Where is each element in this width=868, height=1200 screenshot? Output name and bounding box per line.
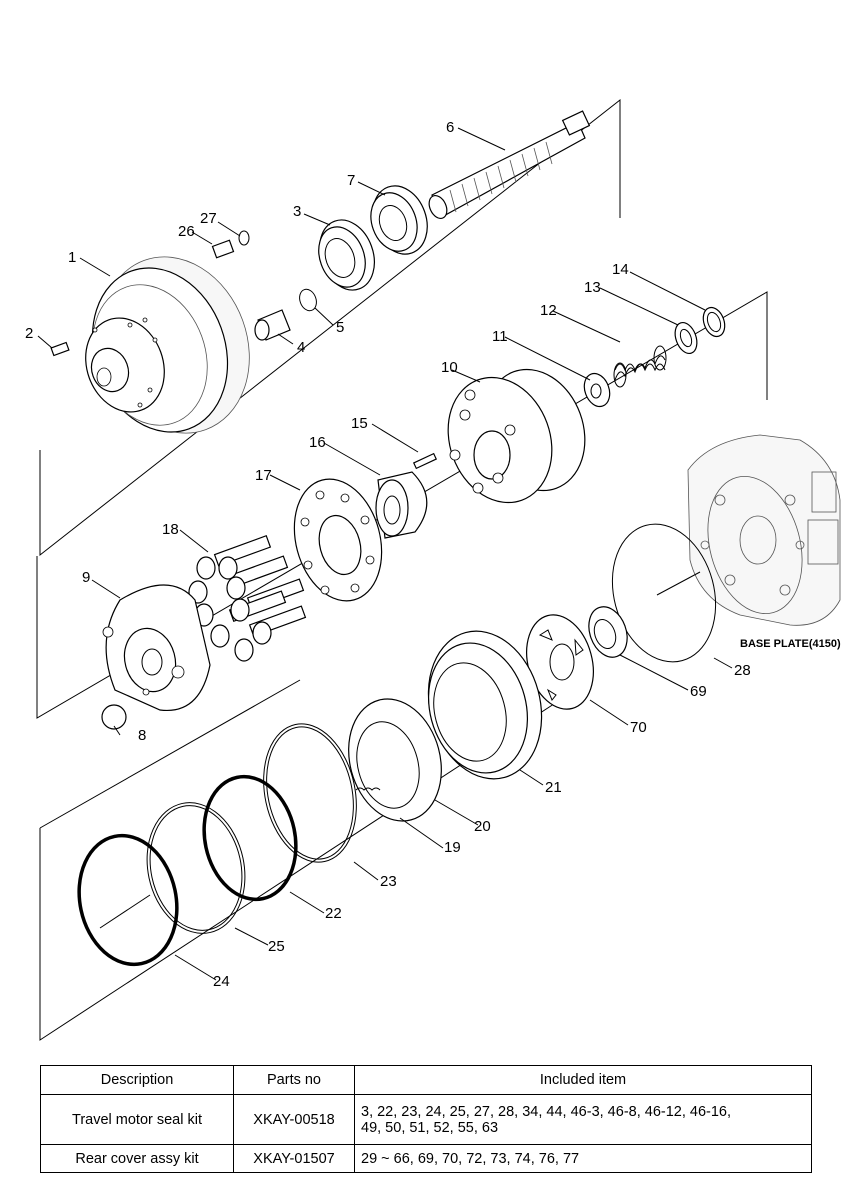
callout-25: 25 bbox=[268, 938, 285, 955]
callout-12: 12 bbox=[540, 302, 557, 319]
table-row: Rear cover assy kit XKAY-01507 29 ~ 66, … bbox=[40, 1144, 812, 1173]
part-bearing-3 bbox=[318, 219, 375, 291]
callout-16: 16 bbox=[309, 434, 326, 451]
part-pin-26 bbox=[211, 239, 235, 259]
callout-13: 13 bbox=[584, 279, 601, 296]
row-included-item: 29 ~ 66, 69, 70, 72, 73, 74, 76, 77 bbox=[354, 1144, 812, 1173]
row-description: Rear cover assy kit bbox=[40, 1144, 234, 1173]
part-bearing-69 bbox=[588, 606, 628, 658]
row-description: Travel motor seal kit bbox=[40, 1094, 234, 1145]
part-ring-23 bbox=[263, 723, 357, 863]
part-ring-25 bbox=[146, 802, 246, 934]
part-valve-plate bbox=[526, 614, 594, 710]
callout-labels: 1 2 3 4 5 6 7 8 9 10 11 12 13 14 15 16 1… bbox=[25, 119, 841, 990]
part-ring-24 bbox=[77, 833, 179, 967]
callout-8: 8 bbox=[138, 727, 146, 744]
part-spring bbox=[613, 345, 667, 388]
table-row: Travel motor seal kit XKAY-00518 3, 22, … bbox=[40, 1094, 812, 1145]
callout-10: 10 bbox=[441, 359, 458, 376]
callout-1: 1 bbox=[68, 249, 76, 266]
part-bearing-7 bbox=[370, 185, 428, 255]
part-pin-15 bbox=[412, 452, 438, 470]
included-line: 29 ~ 66, 69, 70, 72, 73, 74, 76, 77 bbox=[361, 1150, 580, 1167]
exploded-parts-diagram: 1 2 3 4 5 6 7 8 9 10 11 12 13 14 15 16 1… bbox=[25, 98, 841, 1041]
part-cylinder-block bbox=[447, 368, 586, 504]
callout-24: 24 bbox=[213, 973, 230, 990]
part-ring-14 bbox=[702, 306, 726, 338]
column-header-parts-no: Parts no bbox=[233, 1065, 355, 1095]
base-plate bbox=[687, 434, 841, 626]
column-header-description: Description bbox=[40, 1065, 234, 1095]
row-parts-no: XKAY-00518 bbox=[233, 1094, 355, 1145]
part-o-ring-27 bbox=[238, 230, 250, 246]
callout-7: 7 bbox=[347, 172, 355, 189]
part-ball-guide bbox=[375, 471, 428, 539]
part-housing bbox=[85, 256, 250, 434]
callout-18: 18 bbox=[162, 521, 179, 538]
part-spring-19 bbox=[355, 787, 381, 791]
part-o-ring-5 bbox=[299, 288, 317, 312]
callout-21: 21 bbox=[545, 779, 562, 796]
part-ring-22 bbox=[202, 774, 298, 902]
callout-9: 9 bbox=[82, 569, 90, 586]
callout-2: 2 bbox=[25, 325, 33, 342]
callout-19: 19 bbox=[444, 839, 461, 856]
kits-table: Description Parts no Included item Trave… bbox=[40, 1065, 812, 1173]
part-retainer-plate bbox=[293, 478, 383, 602]
leader-lines bbox=[37, 127, 733, 981]
callout-15: 15 bbox=[351, 415, 368, 432]
callout-14: 14 bbox=[612, 261, 629, 278]
callout-27: 27 bbox=[200, 210, 217, 227]
part-washer-11 bbox=[583, 372, 611, 408]
row-parts-no: XKAY-01507 bbox=[233, 1144, 355, 1173]
part-washer-13 bbox=[674, 321, 698, 355]
callout-20: 20 bbox=[474, 818, 491, 835]
part-brake-piston bbox=[427, 630, 543, 780]
part-o-ring-28 bbox=[611, 523, 717, 663]
part-sleeve bbox=[254, 309, 291, 341]
callout-3: 3 bbox=[293, 203, 301, 220]
part-swash-plate bbox=[102, 584, 211, 712]
included-line: 49, 50, 51, 52, 55, 63 bbox=[361, 1119, 499, 1136]
column-header-included-item: Included item bbox=[354, 1065, 812, 1095]
callout-5: 5 bbox=[336, 319, 344, 336]
callout-4: 4 bbox=[297, 339, 305, 356]
table-header-row: Description Parts no Included item bbox=[40, 1065, 812, 1095]
callout-28: 28 bbox=[734, 662, 751, 679]
row-included-item: 3, 22, 23, 24, 25, 27, 28, 34, 44, 46-3,… bbox=[354, 1094, 812, 1145]
base-plate-label: BASE PLATE(4150) bbox=[740, 638, 841, 650]
callout-6: 6 bbox=[446, 119, 454, 136]
callout-23: 23 bbox=[380, 873, 397, 890]
part-pistons bbox=[188, 535, 307, 662]
included-line: 3, 22, 23, 24, 25, 27, 28, 34, 44, 46-3,… bbox=[361, 1103, 732, 1120]
callout-26: 26 bbox=[178, 223, 195, 240]
part-shaft bbox=[428, 110, 591, 219]
callout-11: 11 bbox=[492, 328, 508, 345]
callout-22: 22 bbox=[325, 905, 342, 922]
callout-17: 17 bbox=[255, 467, 272, 484]
callout-70: 70 bbox=[630, 719, 647, 736]
part-ball bbox=[101, 704, 127, 730]
callout-69: 69 bbox=[690, 683, 707, 700]
panel-outlines bbox=[36, 98, 768, 1041]
part-plug bbox=[50, 341, 70, 357]
